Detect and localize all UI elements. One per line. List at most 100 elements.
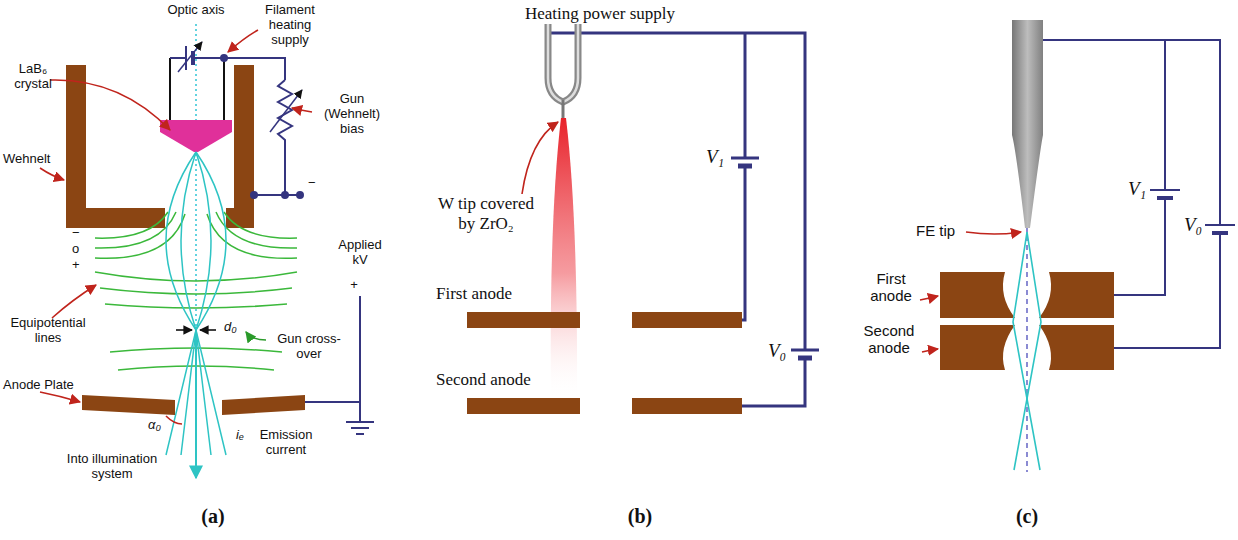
emission-plume: [551, 118, 577, 400]
lab6-crystal: [160, 120, 232, 152]
potential-sign: +: [72, 258, 80, 273]
filament-circuit: [251, 192, 257, 198]
anode-plate: [222, 395, 305, 415]
voltage-label: V₀: [768, 340, 786, 362]
part-label: LaB₆ crystal: [3, 62, 63, 92]
part-label: Wehnelt: [3, 152, 50, 167]
leader-lines: [200, 329, 216, 331]
filament: [562, 100, 565, 118]
electron-beam: [195, 330, 197, 478]
equipotential-lines: [216, 212, 297, 248]
heating-wires: [742, 358, 805, 406]
fe-wires: [1114, 198, 1165, 295]
anodes: [1039, 272, 1114, 318]
heating-wires: [742, 166, 745, 320]
leader-lines: [40, 30, 312, 424]
filament-circuit: [270, 90, 302, 132]
filament-circuit: [185, 46, 187, 70]
filament: [548, 24, 578, 118]
heating-wires: [731, 157, 759, 160]
part-label: Anode Plate: [3, 378, 74, 393]
filament-circuit: [282, 192, 288, 198]
leader-lines: [52, 285, 96, 318]
leader-lines: [522, 122, 558, 194]
leader-lines: [228, 30, 258, 52]
leader-lines: [292, 108, 312, 112]
supply-label: Heating power supply: [525, 4, 675, 24]
leader-lines: [966, 232, 1021, 234]
part-label: First anode: [864, 270, 918, 305]
potential-sign: −: [72, 226, 80, 241]
part-label: First anode: [436, 284, 512, 304]
fe-wires: [1114, 233, 1220, 348]
fe-wires: [1164, 40, 1166, 190]
leader-lines: [920, 296, 938, 300]
equipotential-lines: [95, 272, 297, 281]
filament-circuit: [254, 194, 300, 196]
filament-circuit: [278, 80, 292, 195]
heating-wires: [548, 33, 819, 406]
dimension-label: d₀: [224, 320, 237, 335]
wehnelt: [226, 65, 254, 228]
anodes: [632, 312, 742, 328]
anodes: [940, 272, 1015, 318]
anodes: [632, 398, 742, 414]
equipotential-lines: [207, 214, 297, 258]
filament-circuit: [221, 55, 227, 61]
wehnelt: [66, 65, 165, 228]
part-label: Gun cross-over: [268, 332, 350, 362]
fe-tip: [1012, 20, 1043, 228]
part-label: Equipotential lines: [3, 316, 93, 346]
supply-label: Filament heating supply: [250, 3, 330, 48]
current-label: Emission current: [252, 428, 320, 458]
panel-letter: (c): [1016, 505, 1038, 528]
heating-wires: [744, 33, 747, 158]
equipotential-lines: [95, 214, 185, 258]
voltage-label: V₁: [706, 146, 724, 168]
electron-beam: [1013, 232, 1041, 470]
part-label: Second anode: [436, 370, 531, 390]
part-label: Second anode: [858, 322, 920, 357]
lab6-crystal: [160, 120, 232, 152]
wehnelt: [66, 65, 254, 228]
filament-circuit: [297, 192, 303, 198]
filament: [548, 24, 578, 102]
anode-plate: [82, 395, 175, 415]
anodes: [1039, 325, 1114, 370]
leader-lines: [246, 332, 266, 340]
panel-letter: (a): [201, 505, 224, 528]
panel-letter: (b): [628, 505, 652, 528]
emission-plume: [551, 118, 577, 400]
heating-wires: [791, 349, 819, 352]
anodes: [467, 312, 742, 414]
filament-circuit: [178, 42, 202, 72]
voltage-label: V₀: [1184, 214, 1202, 236]
anodes: [940, 272, 1114, 370]
beam-label: Into illumination system: [66, 452, 158, 482]
leader-lines: [166, 416, 182, 424]
part-label: FE tip: [916, 222, 955, 239]
anodes: [467, 312, 580, 328]
filament: [548, 24, 578, 102]
anodes: [467, 398, 580, 414]
fe-wires: [1043, 40, 1220, 225]
electron-beam: [1013, 232, 1040, 470]
anode-plate: [82, 395, 305, 415]
leader-lines: [920, 232, 1021, 352]
axis-label: Optic axis: [167, 3, 224, 18]
part-label: W tip covered by ZrO₂: [430, 194, 542, 233]
equipotential-lines: [100, 288, 292, 294]
filament-circuit: [346, 402, 374, 434]
leader-lines: [40, 392, 80, 402]
leader-lines: [50, 80, 170, 130]
polarity-sign: −: [308, 176, 316, 191]
fe-tip: [1012, 20, 1043, 228]
potential-sign: o: [72, 242, 79, 257]
fe-wires: [1205, 224, 1235, 226]
equipotential-lines: [105, 304, 287, 308]
leader-lines: [176, 329, 192, 331]
equipotential-lines: [95, 212, 176, 248]
electron-beam: [166, 152, 226, 478]
leader-lines: [40, 168, 64, 180]
